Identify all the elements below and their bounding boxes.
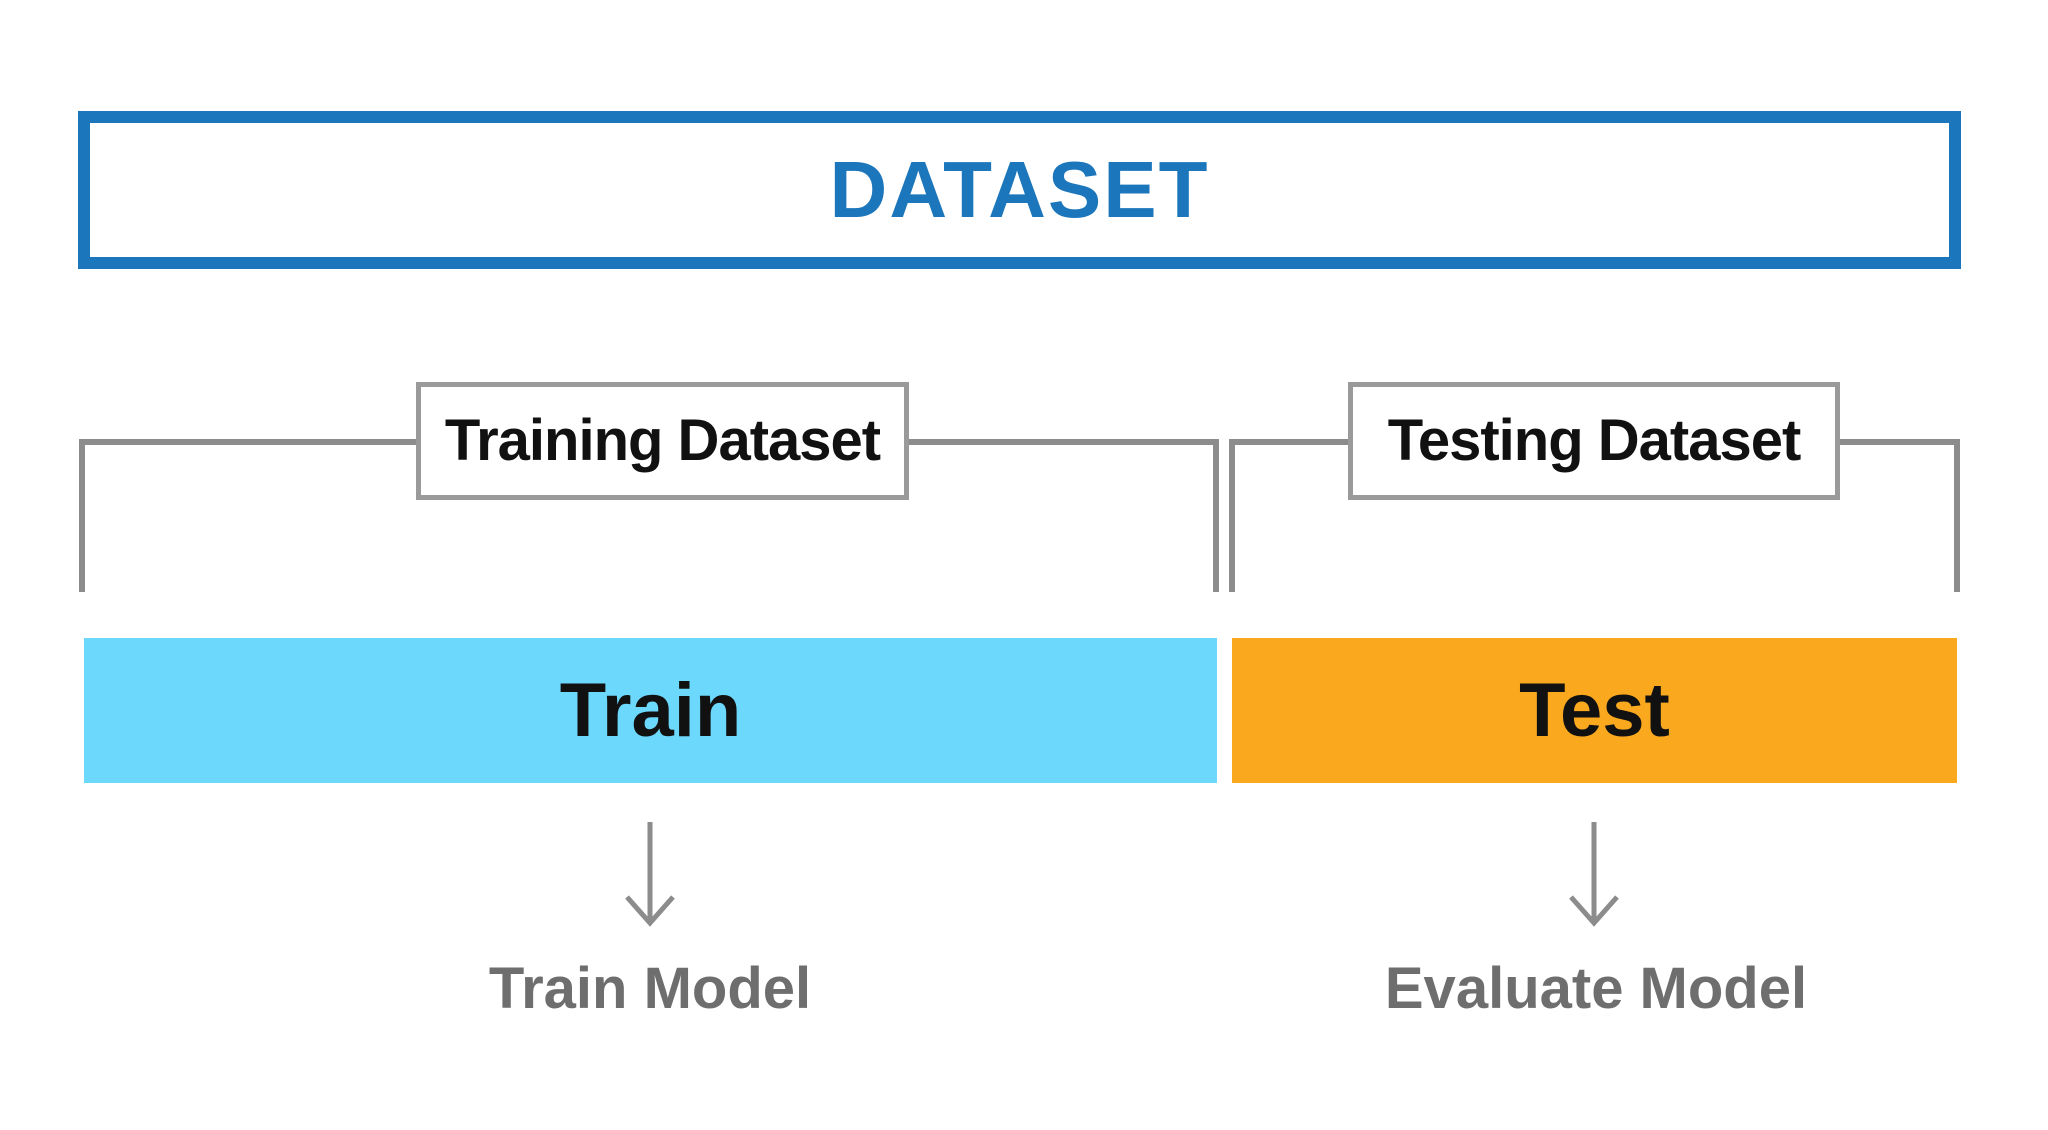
train-down-arrow-icon [625, 822, 675, 927]
test-bracket-right-line [1840, 439, 1960, 592]
test-bracket-left-line [1229, 439, 1349, 592]
dataset-box: DATASET [78, 111, 1961, 269]
dataset-title: DATASET [829, 145, 1210, 234]
train-model-label: Train Model [488, 955, 812, 1021]
evaluate-model-label: Evaluate Model [1384, 955, 1808, 1021]
testing-dataset-label: Testing Dataset [1387, 408, 1802, 473]
train-segment: Train [84, 638, 1217, 783]
testing-dataset-label-box: Testing Dataset [1348, 382, 1840, 500]
training-dataset-label: Training Dataset [444, 408, 881, 473]
test-down-arrow-icon [1569, 822, 1619, 927]
training-dataset-label-box: Training Dataset [416, 382, 909, 500]
train-segment-label: Train [559, 667, 742, 753]
test-segment: Test [1232, 638, 1957, 783]
test-segment-label: Test [1519, 667, 1670, 753]
train-bracket-right-line [909, 439, 1219, 592]
train-bracket-left-line [79, 439, 416, 592]
